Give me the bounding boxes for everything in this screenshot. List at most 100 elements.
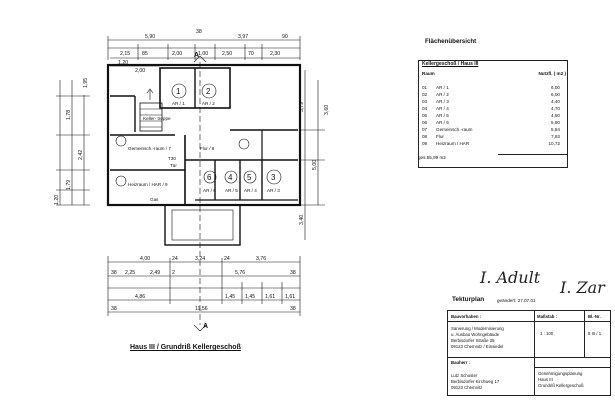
tb-divider [534, 311, 535, 357]
massstab-label: Maßstab : [537, 314, 558, 319]
dim-bottom-row2: 38 [111, 270, 117, 276]
row-no: 06 [422, 120, 428, 125]
row-no: 09 [422, 141, 428, 146]
dim-bottom-row2: 5,76 [235, 270, 245, 276]
area-table-frame [418, 60, 568, 168]
bauvorhaben-line: Sanierung / Modernisierung [451, 326, 504, 331]
dim-top-overall: 5,90 [145, 34, 155, 40]
area-table-heading: Kellergeschoß / Haus III [422, 61, 479, 67]
row-name: AR / 2 [436, 92, 449, 97]
dim-top-row2: 70 [248, 51, 254, 57]
room-label: Gemeinsch.-raum / 7 [128, 146, 171, 151]
row-value: 4,40 [551, 99, 560, 104]
area-overview-title: Flächenübersicht [425, 38, 477, 45]
row-no: 02 [422, 92, 428, 97]
signature-left: I. Adult [480, 268, 541, 287]
area-col-room: Raum [422, 71, 435, 76]
bauvorhaben-line: 09123 Chemnitz / Einsiedel [451, 344, 504, 349]
dim-top-half-a: 38 [196, 29, 202, 35]
table-row: 08 Flur 7,93 [418, 134, 568, 141]
dim-top-row2: 1,00 [198, 51, 208, 57]
tb-divider [448, 357, 610, 358]
blatt-label: Bl.-Nr. [588, 314, 601, 319]
massstab-value: 1 : 100 [540, 331, 554, 336]
dim-bottom-row4: 38 [111, 306, 117, 312]
bauherr-line: Berbisdorfer Kirchweg 17 [451, 379, 500, 384]
bauvorhaben-line: Berbisdorfer Straße 35 [451, 338, 495, 343]
dim-bottom-row2: 2,49 [150, 270, 160, 276]
room-label: AR / 3 [267, 188, 280, 193]
dim-bottom-row4: 38 [290, 306, 296, 312]
row-no: 08 [422, 134, 428, 139]
dim-left: 1,79 [66, 180, 72, 190]
tb-divider [534, 367, 610, 368]
room-number: 3 [271, 173, 276, 182]
room-number: 2 [206, 87, 211, 96]
blatt-value: 8 III / 1 [588, 331, 602, 336]
dim-top-half-b: 90 [282, 34, 288, 40]
room-label: AR / 1 [172, 101, 185, 106]
dim-left: 1,20 [54, 195, 60, 205]
dim-right: 3,40 [299, 215, 305, 225]
row-no: 03 [422, 99, 428, 104]
gas-label: Gas [150, 197, 159, 202]
bauherr-line: 09123 Chemnitz [451, 385, 483, 390]
room-number: 1 [176, 87, 181, 96]
dim-right: 3,79 [299, 102, 305, 112]
dim-left: 2,42 [78, 150, 84, 160]
dim-top-row2: 2,00 [172, 51, 182, 57]
revision-date: geändert: 27.07.01 [497, 298, 536, 303]
room-label: AR / 6 [203, 188, 216, 193]
dim-bottom-row3: 1,45 [225, 294, 235, 300]
bauvorhaben-label: Bauvorhaben : [451, 314, 482, 319]
dim-top-row2: 2,50 [222, 51, 232, 57]
table-row: 03 AR / 3 4,40 [418, 99, 568, 106]
row-value: 4,70 [551, 106, 560, 111]
area-col-area: Nutzfl. ( m2 ) [538, 71, 566, 76]
sum-divider [498, 154, 568, 155]
row-name: Flur [436, 134, 444, 139]
genehmigung-line: Genehmigungsplanung [538, 371, 583, 376]
section-marker-top: A [194, 52, 200, 59]
sum-label: ges. [418, 155, 427, 160]
row-value: 5,90 [551, 120, 560, 125]
dim-bottom-row4: 11,56 [195, 306, 208, 312]
dim-left: 1,95 [83, 78, 89, 88]
genehmigung-line: Haus III [538, 377, 553, 382]
row-no: 01 [422, 85, 428, 90]
dim-bottom-row1: 3,76 [256, 256, 266, 262]
row-value: 7,93 [551, 134, 560, 139]
dim-bottom-row2: 38 [290, 270, 296, 276]
bauherr-line: Lutz Schuster [451, 373, 478, 378]
room-label: AR / 5 [225, 188, 238, 193]
dim-bottom-row2: 2 [172, 270, 175, 276]
signature-right: I. Zar [560, 278, 605, 297]
drawing-caption: Haus III / Grundriß Kellergeschoß [130, 344, 241, 351]
sum-row: ges.55,99 m2 [418, 155, 568, 161]
dim-bottom-row2: 2,25 [125, 270, 135, 276]
bauherr-label: Bauherr : [451, 360, 471, 365]
row-no: 04 [422, 106, 428, 111]
tb-divider [534, 357, 535, 395]
dim-bottom-row1: 4,00 [140, 256, 150, 262]
row-name: AR / 3 [436, 99, 449, 104]
dim-bottom-row3: 1,61 [285, 294, 295, 300]
tb-divider [448, 321, 610, 322]
section-marker-bottom: A [203, 323, 209, 330]
sum-value: 55,99 m2 [426, 155, 446, 160]
row-value: 5,84 [551, 127, 560, 132]
dim-top-row3: 2,00 [135, 68, 145, 74]
dim-right: 3,60 [324, 105, 330, 115]
row-name: AR / 1 [436, 85, 449, 90]
revision-label: Tekturplan [452, 296, 485, 303]
door-rating-label: T30 [168, 156, 176, 161]
dim-top-overall-right: 3,97 [238, 34, 248, 40]
